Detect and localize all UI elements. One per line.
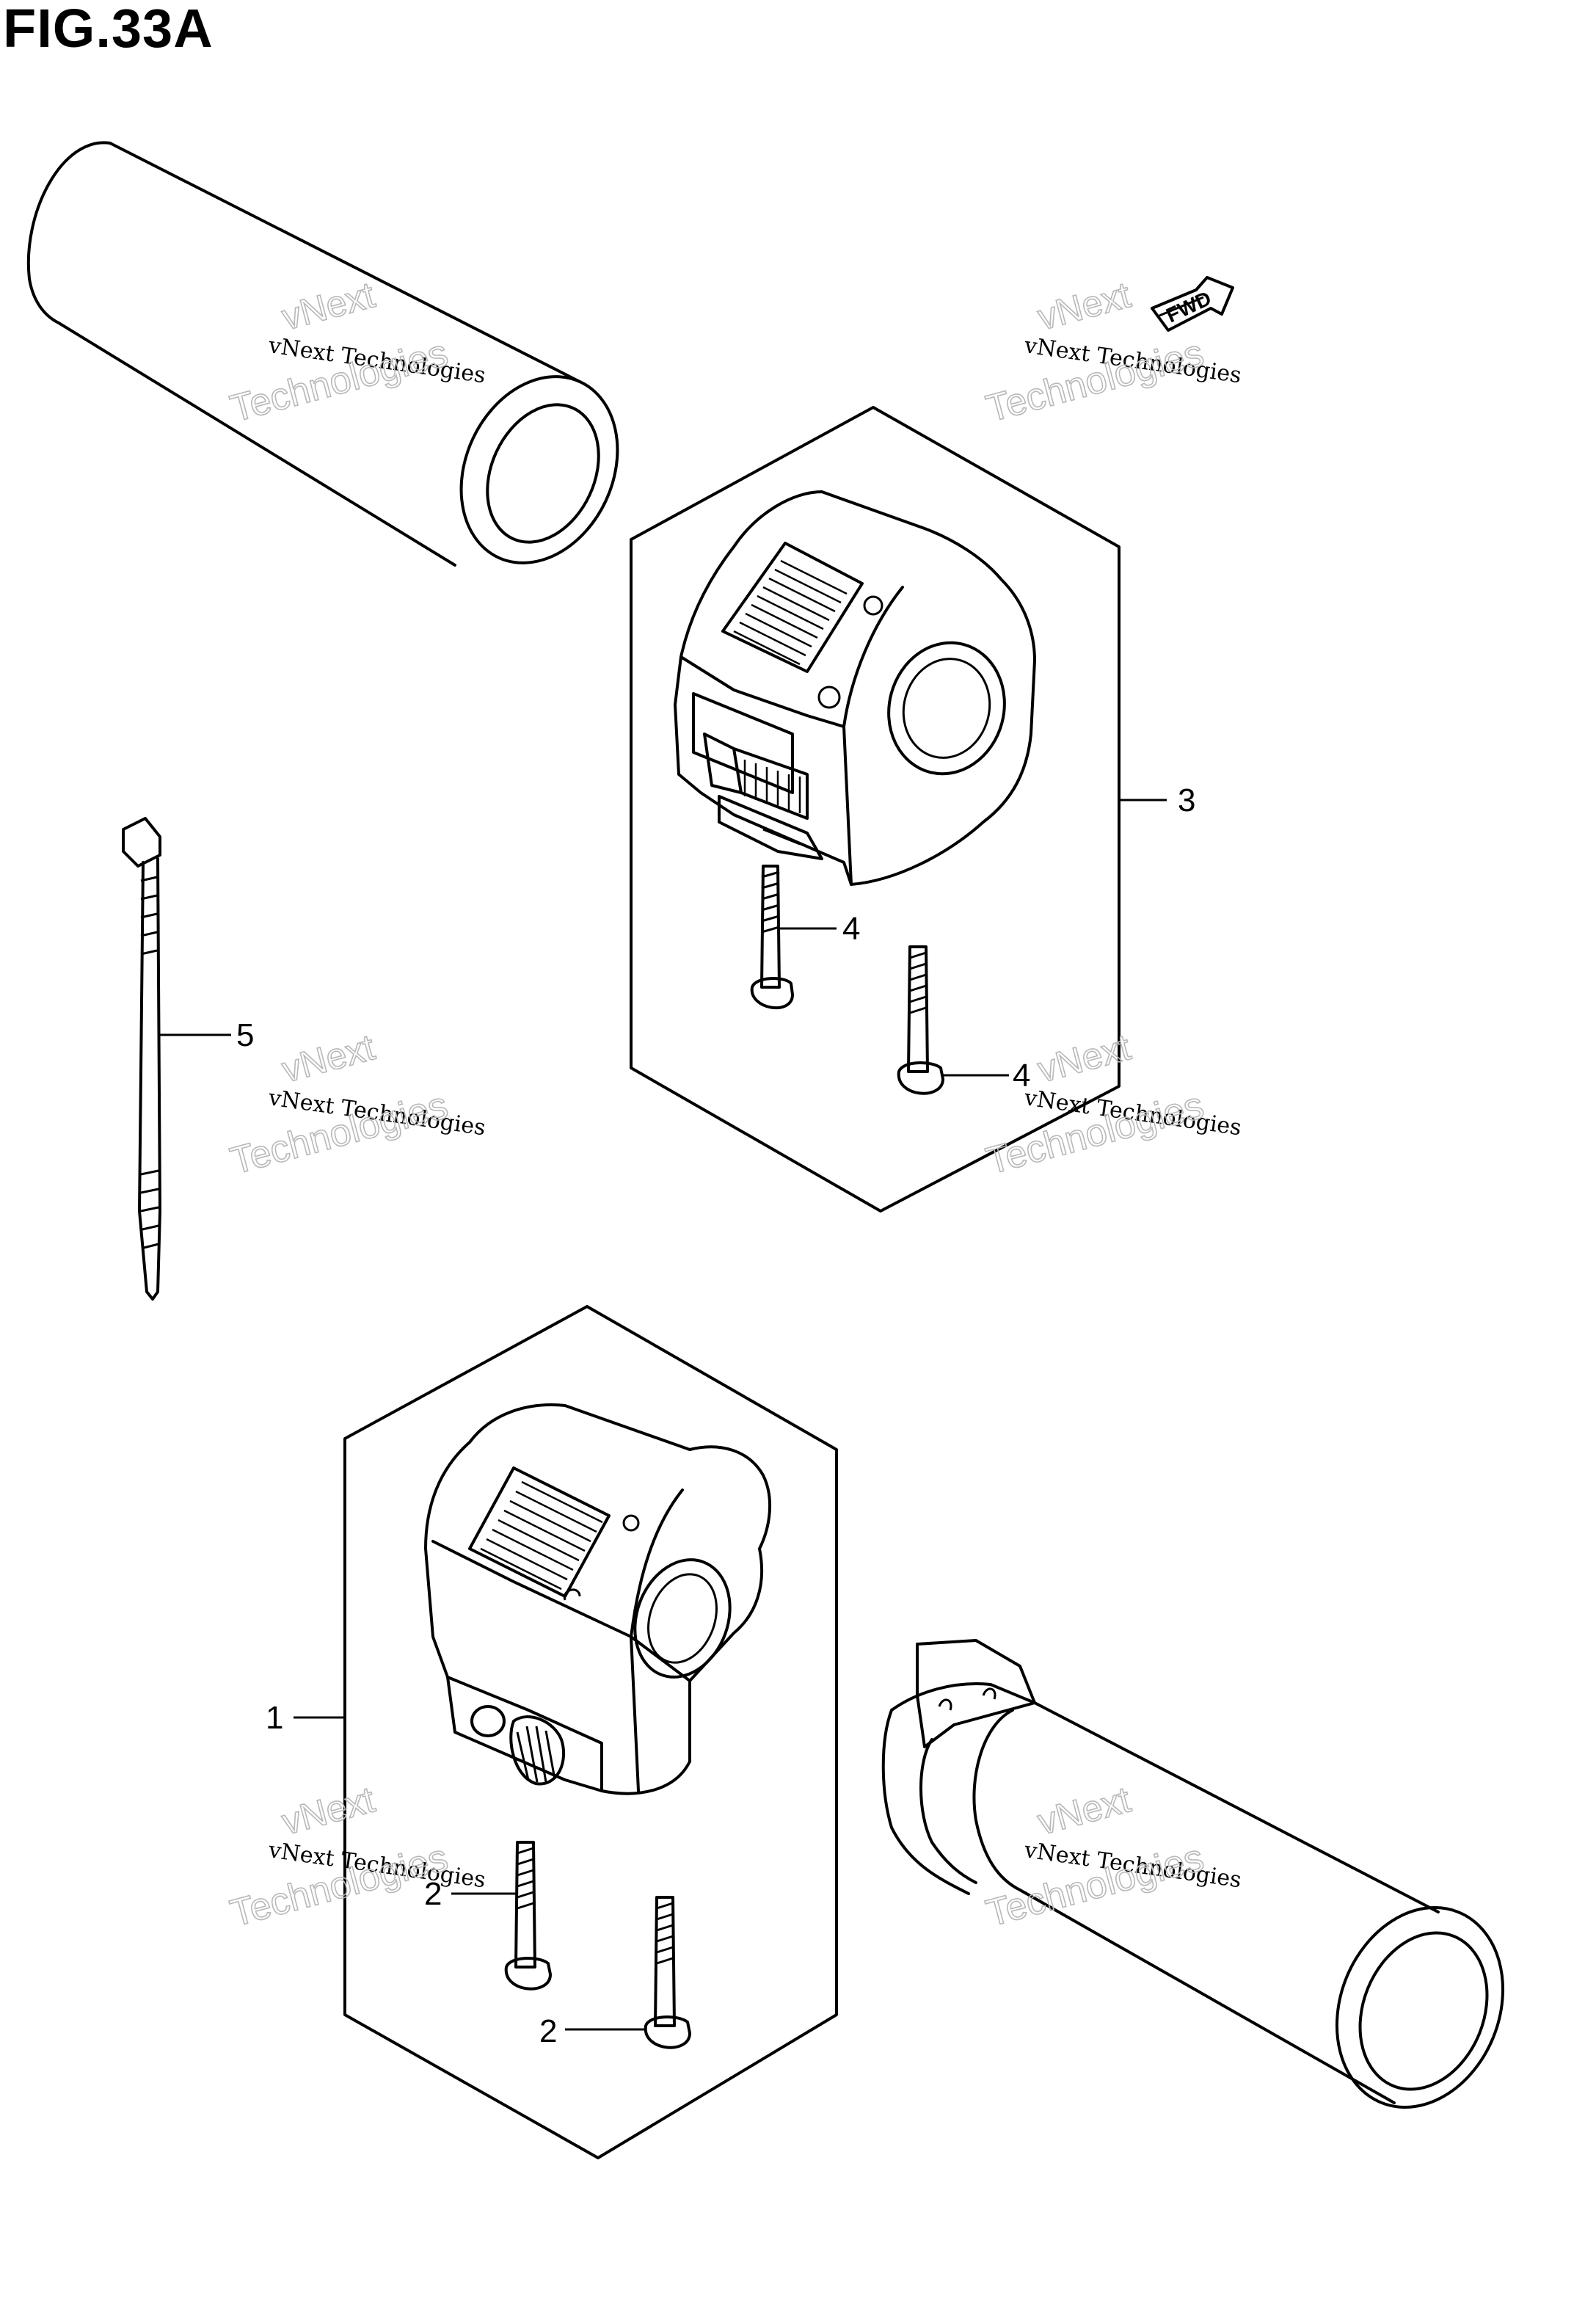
svg-text:vNext: vNext [1033,1778,1134,1842]
screw-2-right[interactable] [644,1896,691,2049]
left-handle-switch[interactable] [424,1403,771,1795]
figure-title: FIG.33A [3,0,214,59]
svg-text:3: 3 [1178,782,1195,818]
svg-text:vNext: vNext [277,274,379,338]
screw-4-left[interactable] [750,865,794,1010]
watermark-mid-left: vNext vNext Technologies Technologies [225,1026,487,1184]
watermark-bottom-left: vNext vNext Technologies Technologies [225,1778,487,1936]
svg-text:vNext: vNext [1033,274,1134,338]
svg-text:vNext: vNext [277,1778,379,1842]
callout-2-upper: 2 [424,1876,517,1912]
throttle-grip[interactable] [881,1639,1532,2132]
callout-4-lower: 4 [943,1058,1030,1094]
svg-text:2: 2 [539,2013,557,2049]
cable-tie[interactable] [122,817,161,1301]
screw-4-right[interactable] [897,945,944,1095]
right-handle-switch[interactable] [674,490,1036,886]
callout-5: 5 [160,1017,254,1053]
forward-direction-arrow: FWD [1151,276,1234,332]
callout-3: 3 [1119,782,1195,818]
callout-2-lower: 2 [539,2013,646,2049]
watermark-top-left: vNext vNext Technologies Technologies [225,274,487,432]
svg-text:vNext: vNext [277,1026,379,1090]
watermark-mid-right: vNext vNext Technologies Technologies [981,1026,1243,1184]
svg-text:2: 2 [424,1876,442,1912]
svg-text:4: 4 [842,911,860,947]
svg-text:4: 4 [1013,1058,1030,1094]
left-switch-group-outline [343,1305,838,2159]
left-handlebar-grip[interactable] [26,141,647,589]
watermark-bottom-right: vNext vNext Technologies Technologies [981,1778,1243,1936]
callout-1: 1 [266,1700,345,1736]
callout-4-upper: 4 [779,911,860,947]
right-switch-group-outline [630,406,1121,1213]
svg-text:1: 1 [266,1700,283,1736]
svg-text:5: 5 [236,1017,254,1053]
screw-2-left[interactable] [504,1841,552,1991]
